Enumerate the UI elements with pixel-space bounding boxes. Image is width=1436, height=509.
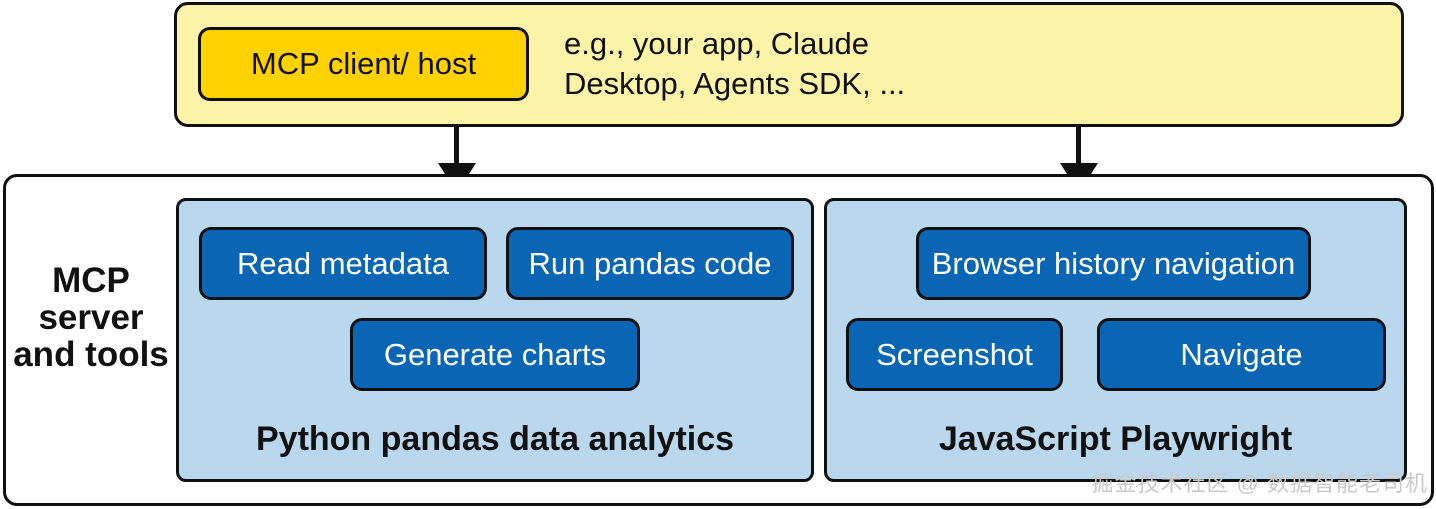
server-label-line-1: MCP	[52, 261, 130, 300]
arrow-to-python-panel	[454, 127, 459, 165]
watermark: 掘金技术社区 @ 数据智能老司机	[1091, 471, 1428, 496]
mcp-server-label: MCP server and tools	[8, 262, 174, 373]
client-description: e.g., your app, Claude Desktop, Agents S…	[564, 24, 1164, 104]
generate-charts-label: Generate charts	[383, 336, 607, 372]
navigate-tool: Navigate	[1097, 318, 1386, 391]
browser-history-navigation-tool: Browser history navigation	[916, 227, 1311, 300]
server-label-line-2: server	[38, 298, 144, 337]
mcp-client-box: MCP client/ host	[198, 27, 529, 101]
client-description-line-1: e.g., your app, Claude	[564, 26, 870, 61]
screenshot-label: Screenshot	[876, 336, 1033, 372]
generate-charts-tool: Generate charts	[350, 318, 640, 391]
arrow-to-js-panel	[1076, 127, 1081, 165]
navigate-label: Navigate	[1180, 336, 1303, 372]
read-metadata-label: Read metadata	[237, 245, 449, 281]
browser-history-navigation-label: Browser history navigation	[931, 245, 1296, 281]
server-label-line-3: and tools	[13, 335, 169, 374]
read-metadata-tool: Read metadata	[199, 227, 487, 300]
run-pandas-code-tool: Run pandas code	[506, 227, 794, 300]
python-panel-title: Python pandas data analytics	[255, 420, 735, 458]
run-pandas-code-label: Run pandas code	[528, 245, 772, 281]
client-description-line-2: Desktop, Agents SDK, ...	[564, 66, 906, 101]
mcp-client-label: MCP client/ host	[250, 46, 477, 81]
screenshot-tool: Screenshot	[846, 318, 1063, 391]
js-panel-title: JavaScript Playwright	[938, 420, 1293, 458]
